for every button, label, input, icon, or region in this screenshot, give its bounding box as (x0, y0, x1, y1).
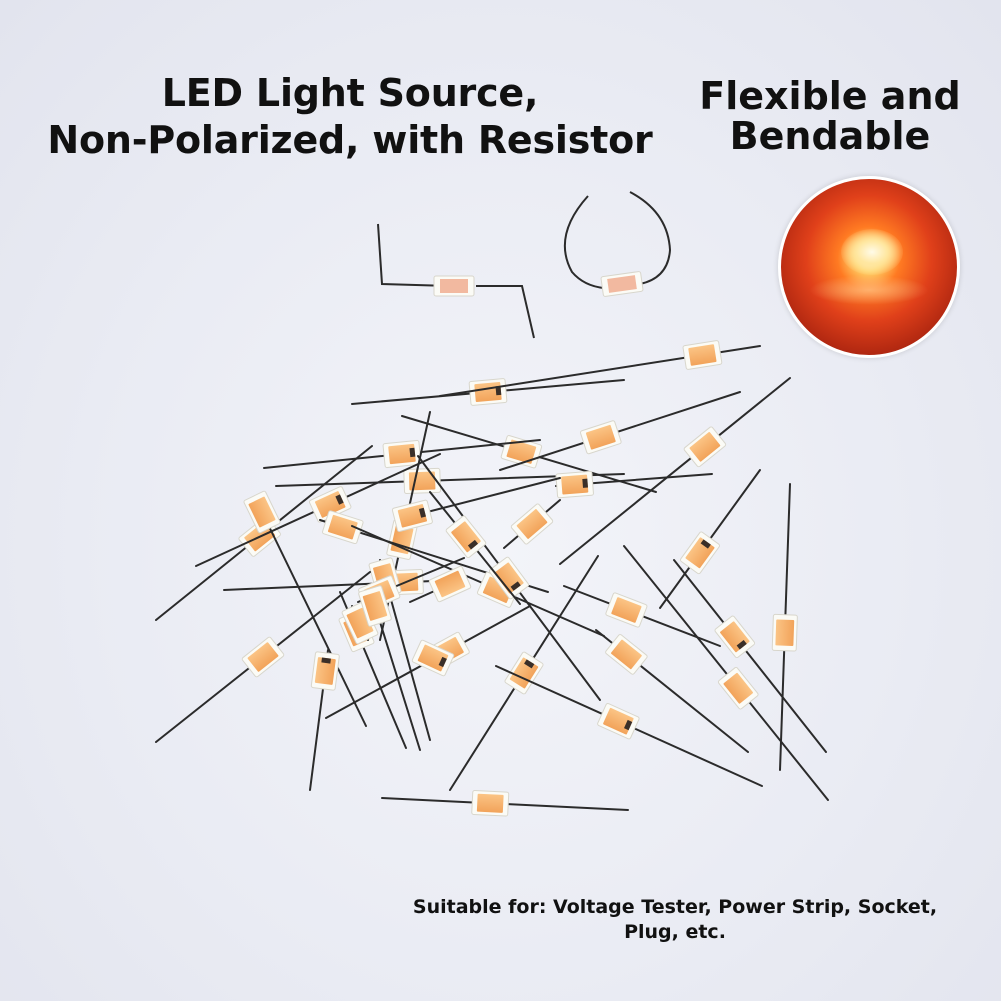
led-pile (155, 340, 829, 817)
led-component (391, 477, 561, 532)
feature-line-1: Flexible and (699, 74, 961, 118)
led-component (309, 649, 340, 791)
led-component (351, 525, 605, 637)
led-component (358, 585, 421, 751)
headline-line-2: Non-Polarized, with Resistor (47, 118, 653, 162)
led-component (449, 555, 599, 791)
led-component (673, 559, 827, 753)
led-component (243, 490, 367, 727)
led-component (409, 565, 472, 603)
bent-led-right-angle (377, 223, 535, 339)
led-component (411, 639, 455, 677)
led-component (195, 453, 441, 567)
led-component (499, 391, 741, 471)
led-component (659, 469, 761, 609)
caption-line-2: Plug, etc. (624, 921, 726, 943)
led-component (439, 340, 761, 397)
led-component (351, 378, 625, 406)
led-component (429, 491, 521, 605)
led-glow-flare (841, 229, 903, 275)
caption-line-1: Suitable for: Voltage Tester, Power Stri… (412, 896, 938, 918)
led-component (417, 455, 601, 701)
led-component (263, 439, 541, 469)
feature-line-2: Bendable (729, 114, 931, 158)
led-component (155, 571, 371, 743)
led-component (563, 585, 721, 647)
headline-line-1: LED Light Source, (161, 71, 539, 115)
led-component (623, 545, 829, 801)
bent-led-curved (563, 191, 672, 297)
lit-led-closeup (778, 176, 960, 358)
headline: LED Light Source, Non-Polarized, with Re… (0, 70, 700, 164)
led-component (559, 377, 791, 565)
usage-caption: Suitable for: Voltage Tester, Power Stri… (380, 895, 970, 945)
led-component (503, 499, 561, 549)
feature-label: Flexible and Bendable (680, 76, 980, 156)
led-component (595, 629, 749, 753)
led-component (771, 483, 798, 771)
led-glow-rim (809, 275, 929, 305)
led-component (495, 665, 763, 787)
led-component (555, 470, 713, 499)
bent-led-samples (377, 191, 672, 339)
led-component (381, 790, 629, 817)
